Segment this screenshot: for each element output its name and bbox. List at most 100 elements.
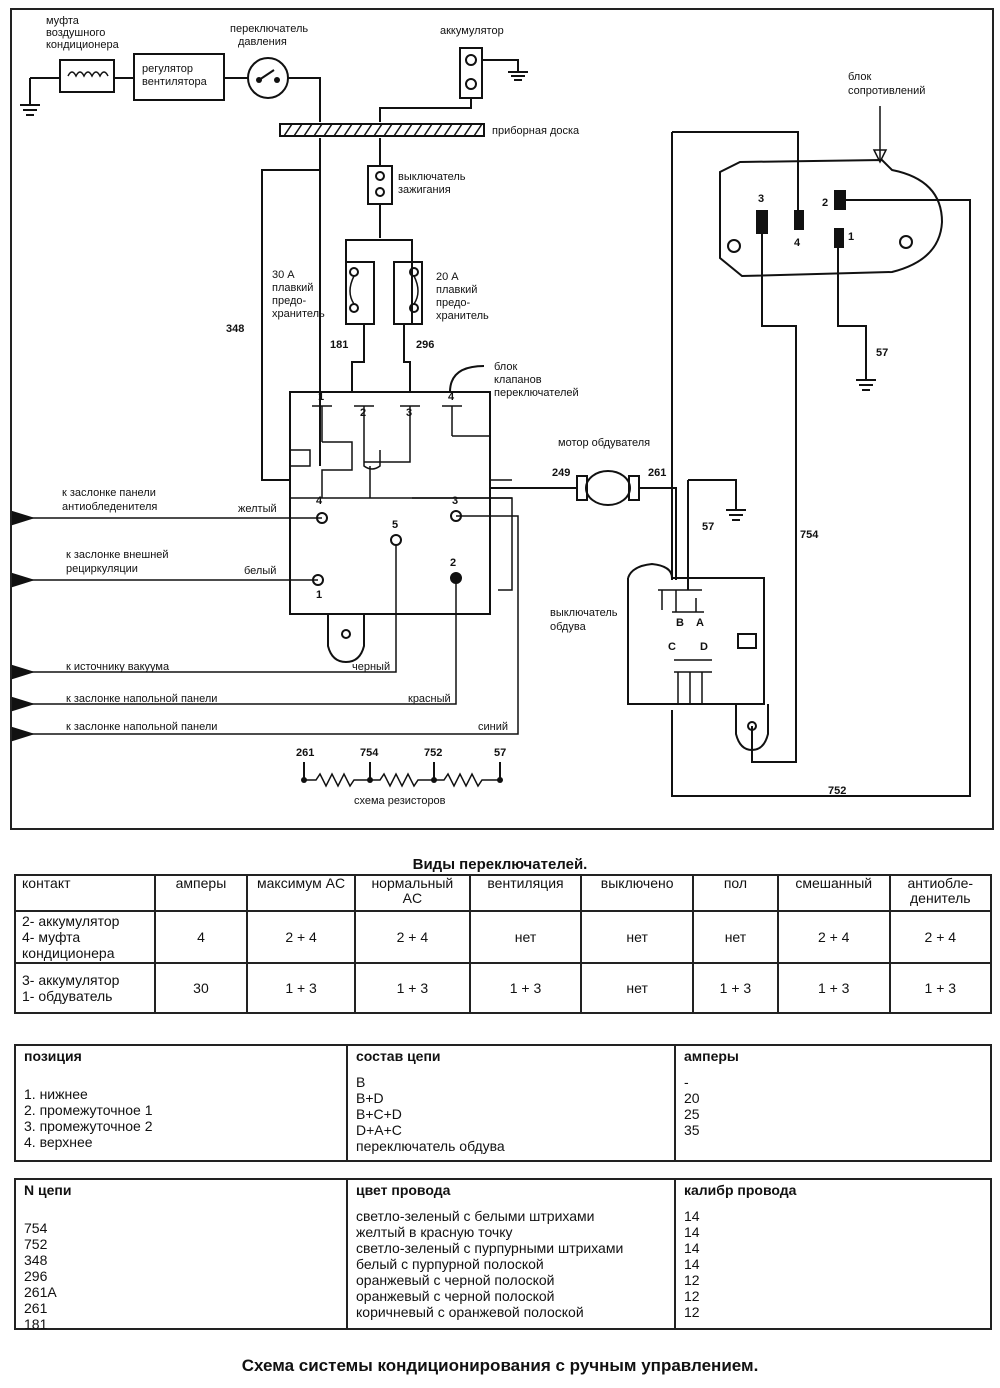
wire-261: 261: [648, 467, 666, 479]
wire-752: 752: [828, 785, 846, 797]
switch-table-cell: нет: [692, 910, 779, 964]
svg-text:249: 249: [552, 467, 570, 479]
wire-gauge-item: 12: [684, 1272, 700, 1288]
vacuum-lines: [10, 510, 519, 742]
svg-text:C: C: [668, 641, 676, 653]
svg-text:57: 57: [702, 521, 714, 533]
ignition-label-1: выключатель: [398, 171, 466, 183]
svg-text:296: 296: [416, 339, 434, 351]
ignition-label-2: зажигания: [398, 184, 451, 196]
svg-text:приборная доска: приборная доска: [492, 125, 580, 137]
fuse30-label-2: плавкий: [272, 282, 313, 294]
position-item: 1. нижнее: [24, 1086, 88, 1102]
ac-clutch-chain: [20, 53, 321, 466]
fuse-block: [345, 239, 423, 392]
valve-pin-4: 4: [448, 391, 455, 403]
svg-text:181: 181: [330, 339, 348, 351]
resistor-wire-754: 754: [360, 747, 379, 759]
switch-table-cell: 3- аккумулятор 1- обдуватель: [14, 962, 156, 1014]
svg-text:4: 4: [316, 495, 323, 507]
circuit-number-item: 181: [24, 1316, 48, 1332]
fuse20-label-1: 20 А: [436, 271, 459, 283]
svg-text:воздушного: воздушного: [46, 27, 105, 39]
svg-text:30 А: 30 А: [272, 269, 295, 281]
wire-gauge-item: 12: [684, 1304, 700, 1320]
svg-text:3: 3: [758, 193, 764, 205]
svg-text:переключателей: переключателей: [494, 387, 579, 399]
svg-text:1: 1: [316, 589, 322, 601]
valve-block-label-3: переключателей: [494, 387, 579, 399]
resistor-scheme-label: схема резисторов: [354, 795, 446, 807]
circuit-number-item: 261А: [24, 1284, 57, 1300]
svg-text:к заслонке внешней: к заслонке внешней: [66, 549, 169, 561]
svg-text:5: 5: [392, 519, 398, 531]
valve-block: [289, 365, 577, 664]
circuit-number-item: 296: [24, 1268, 48, 1284]
fan-regulator-label-2: вентилятора: [142, 76, 208, 88]
svg-text:4: 4: [794, 237, 801, 249]
svg-text:синий: синий: [478, 721, 508, 733]
svg-text:2: 2: [822, 197, 828, 209]
svg-text:хранитель: хранитель: [436, 310, 489, 322]
switch-table-title: Виды переключателей.: [412, 856, 588, 873]
resistor-wire-261: 261: [296, 747, 314, 759]
resistor-block-label-1: блок: [848, 71, 871, 83]
wire-color-col: цвет провода светло-зеленый с белыми штр…: [346, 1180, 674, 1328]
svg-text:сопротивлений: сопротивлений: [848, 85, 925, 97]
svg-text:261: 261: [296, 747, 314, 759]
to-floor-label-1: к заслонке напольной панели: [66, 693, 217, 705]
valve-block-label-1: блок: [494, 361, 517, 373]
wire-color-item: оранжевый с черной полоской: [356, 1288, 555, 1304]
valve-block-label-2: клапанов: [494, 374, 542, 386]
circuit-number-item: 754: [24, 1220, 48, 1236]
switch-table-cell: нет: [580, 910, 695, 964]
dashboard-bar: [279, 123, 485, 137]
svg-text:к заслонке напольной панели: к заслонке напольной панели: [66, 721, 217, 733]
switch-table-col-header: контакт: [14, 874, 156, 912]
svg-text:348: 348: [226, 323, 244, 335]
pressure-switch-label-1: переключатель: [230, 23, 308, 35]
svg-text:мотор обдувателя: мотор обдувателя: [558, 437, 650, 449]
ignition-switch: [367, 138, 393, 238]
svg-text:рециркуляции: рециркуляции: [66, 563, 138, 575]
svg-text:к источнику вакуума: к источнику вакуума: [66, 661, 170, 673]
valve-pin-1: 1: [318, 391, 324, 403]
svg-text:черный: черный: [352, 661, 390, 673]
svg-text:261: 261: [648, 467, 666, 479]
switch-table-col-header: пол: [692, 874, 779, 912]
valve-pin-3: 3: [406, 407, 412, 419]
port-label-3: 3: [452, 495, 458, 507]
resistor-block: [671, 106, 971, 797]
svg-text:регулятор: регулятор: [142, 63, 193, 75]
circuit-item: B+D: [356, 1090, 384, 1106]
svg-text:57: 57: [876, 347, 888, 359]
blower-motor-label: мотор обдувателя: [558, 437, 650, 449]
wire-gauge-item: 14: [684, 1224, 700, 1240]
fuse30-label-3: предо-: [272, 295, 306, 307]
circuit-item: B: [356, 1074, 366, 1090]
svg-text:3: 3: [452, 495, 458, 507]
wire-color-item: желтый в красную точку: [356, 1224, 513, 1240]
blue-label: синий: [478, 721, 508, 733]
wire-57-motor: 57: [702, 521, 714, 533]
switch-table-cell: 2 + 4: [353, 910, 471, 964]
fan-regulator-label-1: регулятор: [142, 63, 193, 75]
svg-text:хранитель: хранитель: [272, 308, 325, 320]
svg-text:к заслонке напольной панели: к заслонке напольной панели: [66, 693, 217, 705]
switch-table-cell: 30: [153, 962, 249, 1014]
ac-clutch-label-2: воздушного: [46, 27, 105, 39]
svg-text:обдува: обдува: [550, 621, 587, 633]
wire-754: 754: [800, 529, 819, 541]
svg-text:20 А: 20 А: [436, 271, 459, 283]
svg-text:754: 754: [360, 747, 379, 759]
resistor-pin-2: 2: [822, 197, 828, 209]
switch-table-cell: нет: [580, 962, 695, 1014]
svg-text:D: D: [700, 641, 708, 653]
